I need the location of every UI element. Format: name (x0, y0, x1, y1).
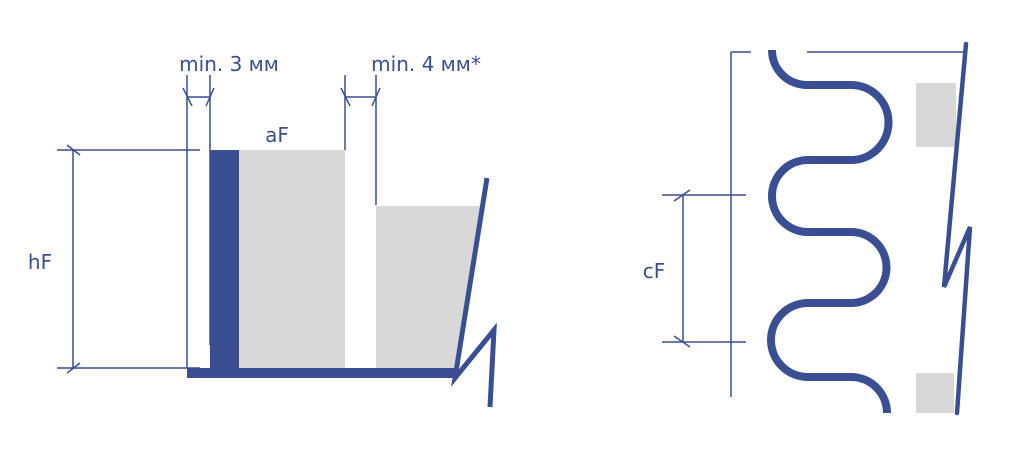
dimension-lines (57, 75, 381, 374)
label-gap-left: min. 3 мм (179, 52, 279, 76)
dimension-lines-right (662, 51, 965, 397)
label-pitch-cf: cF (643, 259, 666, 283)
gray-fill-block-1 (239, 150, 345, 368)
serpentine-profile (767, 49, 893, 414)
gray-fill-block-2 (376, 206, 481, 368)
gray-fill-block-top (916, 83, 956, 147)
profile-vertical-bar (210, 150, 239, 378)
label-height-hf: hF (28, 250, 52, 274)
right-top-view: cF (643, 41, 973, 416)
left-cross-section: min. 3 мм min. 4 мм* aF hF (28, 52, 497, 408)
wall-break-line-right (941, 41, 973, 416)
label-gap-right: min. 4 мм* (371, 52, 481, 76)
wall-break-line (451, 177, 497, 408)
label-width-af: aF (265, 123, 289, 147)
profile-base-bar (187, 368, 456, 378)
gray-fill-block-bottom (916, 373, 954, 413)
